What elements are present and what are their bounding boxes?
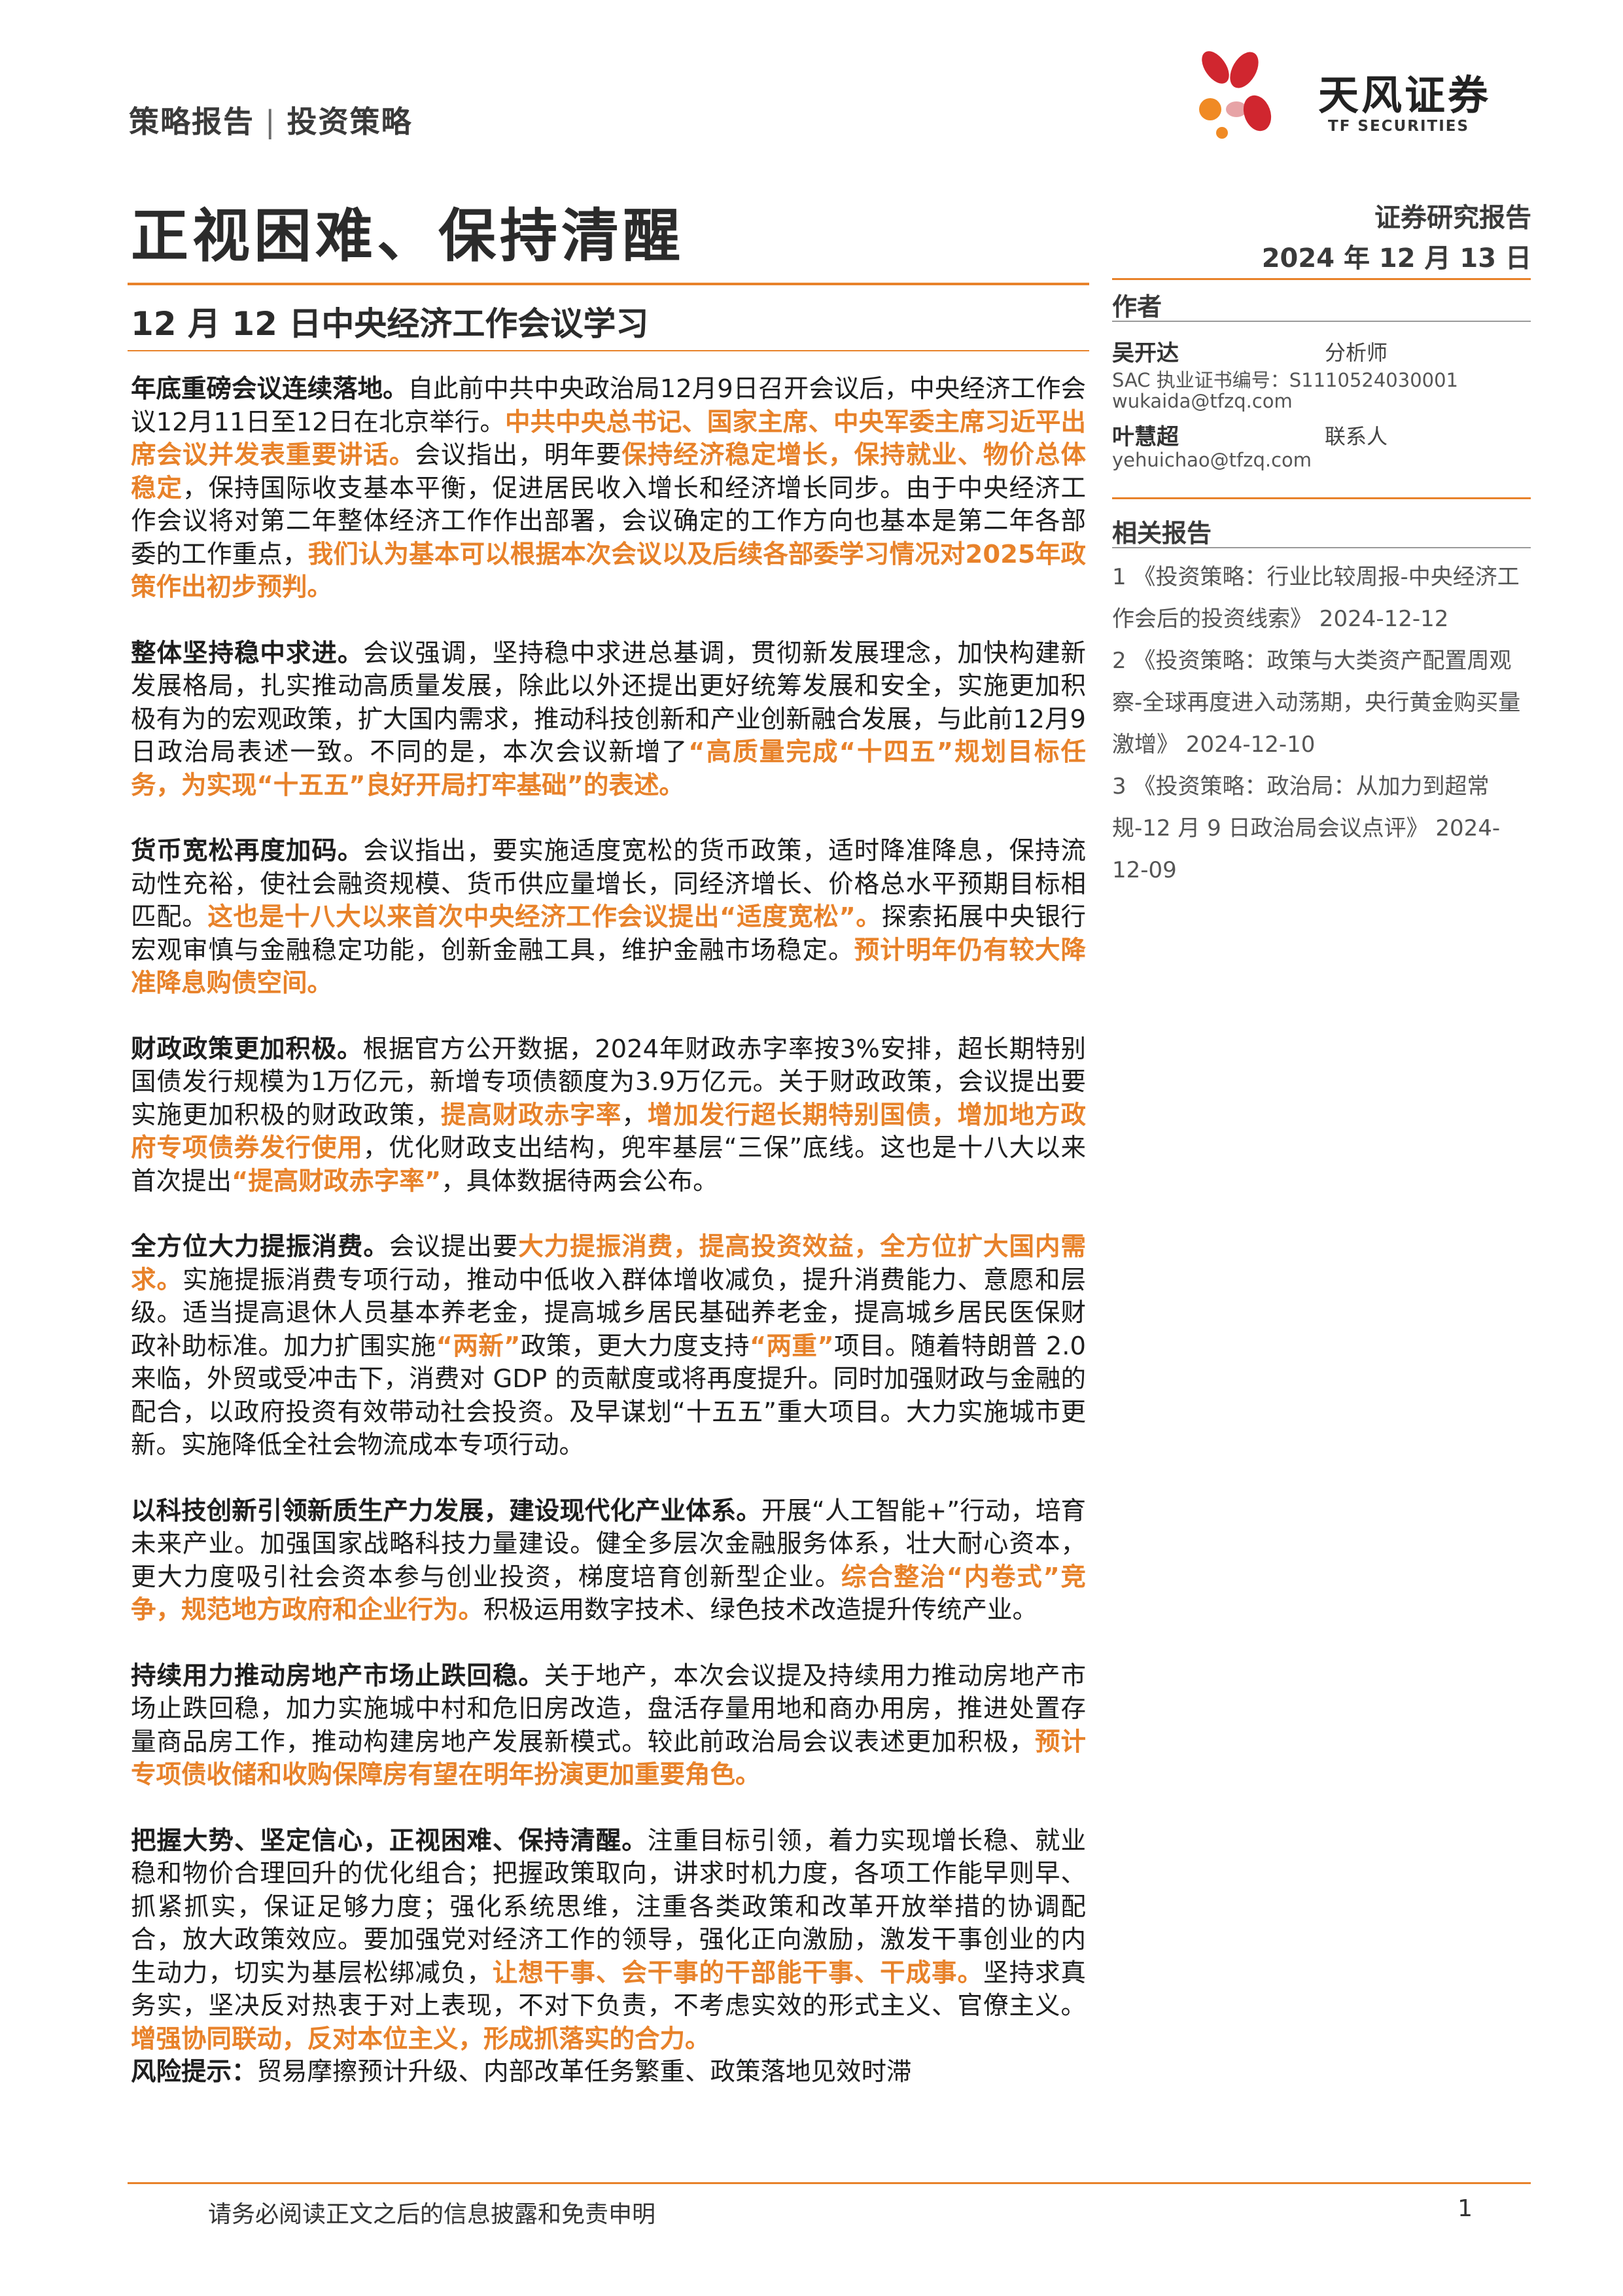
footer-rule [128,2182,1531,2184]
report-body: 年底重磅会议连续落地。自此前中共中央政治局12月9日召开会议后，中央经济工作会议… [131,373,1086,2089]
paragraph-lead: 风险提示： [131,2057,257,2087]
paragraph-text: 自此前中共中央政治局12月9日召开会议后，中央经济工作会议12月11日至12日在… [131,374,1086,437]
footer-disclaimer: 请务必阅读正文之后的信息披露和免责申明 [208,2201,656,2228]
paragraph-text: 积极运用数字技术、绿色技术改造提升传统产业。 [483,1595,1038,1625]
paragraph-text: 会议强调，坚持稳中求进总基调，贯彻新发展理念，加快构建新发展格局，扎实推动高质量… [131,638,1086,768]
authors-heading-rule [1112,321,1531,322]
paragraph-text: 政策，更大力度支持 [520,1331,750,1361]
paragraph-text: ， [621,1100,648,1130]
category-separator: | [265,104,277,139]
highlight-text: 综合整治“内卷式”竞争，规范地方政府和企业行为。 [131,1562,1086,1625]
logo-petal-red-bottom [1243,95,1272,132]
highlight-text: 增强协同联动，反对本位主义，形成抓落实的合力。 [131,2024,710,2054]
highlight-text: 大力提振消费，提高投资效益，全方位扩大国内需求。 [131,1232,1086,1295]
related-top-rule [1112,497,1531,499]
subtitle-divider [128,350,1089,351]
author-role: 联系人 [1325,424,1388,449]
highlight-text: 保持经济稳定增长，保持就业、物价总体稳定 [131,440,1086,503]
paragraph-text: 根据官方公开数据，2024年财政赤字率按3%安排，超长期特别国债发行规模为1万亿… [131,1034,1086,1130]
highlight-text: 中共中央总书记、国家主席、中央军委主席习近平出席会议并发表重要讲话。 [131,407,1086,470]
tf-securities-logo [1199,51,1272,139]
report-category: 策略报告 | 投资策略 [129,98,413,141]
paragraph-text: 探索拓展中央银行宏观审慎与金融稳定功能，创新金融工具，维护金融市场稳定。 [131,902,1086,965]
paragraph-text: ，具体数据待两会公布。 [441,1166,718,1196]
page-number: 1 [1457,2195,1473,2222]
author-license: SAC 执业证书编号：S1110524030001 [1112,369,1459,391]
paragraph-lead: 以科技创新引领新质生产力发展，建设现代化产业体系。 [131,1496,761,1526]
highlight-text: “两新” [436,1331,521,1361]
body-paragraph: 财政政策更加积极。根据官方公开数据，2024年财政赤字率按3%安排，超长期特别国… [131,1033,1086,1199]
paragraph-text: 贸易摩擦预计升级、内部改革任务繁重、政策落地见效时滞 [256,2057,912,2087]
body-paragraph: 年底重磅会议连续落地。自此前中共中央政治局12月9日召开会议后，中央经济工作会议… [131,373,1086,605]
paragraph-lead: 全方位大力提振消费。 [131,1232,389,1262]
paragraph-text: ，优化财政支出结构，兜牢基层“三保”底线。这也是十八大以来首次提出 [131,1133,1086,1196]
logo-petal-red-right [1230,52,1259,88]
highlight-text: 预计专项债收储和收购保障房有望在明年扮演更加重要角色。 [131,1727,1086,1790]
authors-top-rule [1112,278,1531,280]
paragraph-lead: 货币宽松再度加码。 [131,836,364,866]
paragraph-text: 会议指出，明年要 [415,440,622,470]
author-name: 吴开达 [1112,340,1179,366]
paragraph-text: 项目。随着特朗普 2.0 来临，外贸或受冲击下，消费对 GDP 的贡献度或将再度… [131,1331,1086,1460]
category-label: 策略报告 [129,104,254,139]
highlight-text: “提高财政赤字率” [232,1166,442,1196]
author-email[interactable]: wukaida@tfzq.com [1112,390,1293,412]
paragraph-lead: 财政政策更加积极。 [131,1034,363,1064]
paragraph-text: 会议提出要 [389,1232,519,1262]
highlight-text: 提高财政赤字率 [440,1100,622,1130]
subcategory-label: 投资策略 [287,104,413,139]
body-paragraph: 货币宽松再度加码。会议指出，要实施适度宽松的货币政策，适时降准降息，保持流动性充… [131,835,1086,1000]
risk-warning: 风险提示：贸易摩擦预计升级、内部改革任务繁重、政策落地见效时滞 [131,2056,1086,2089]
report-title: 正视困难、保持清醒 [131,202,685,270]
paragraph-text: 会议指出，要实施适度宽松的货币政策，适时降准降息，保持流动性充裕，使社会融资规模… [131,836,1086,932]
paragraph-lead: 整体坚持稳中求进。 [131,638,364,668]
paragraph-text: ，保持国际收支基本平衡，促进居民收入增长和经济增长同步。由于中央经济工作会议将对… [131,473,1086,569]
logo-petal-pink [1226,101,1247,117]
related-report-item[interactable]: 2 《投资策略：政策与大类资产配置周观察-全球再度进入动荡期，央行黄金购买量激增… [1112,648,1521,758]
highlight-text: 这也是十八大以来首次中央经济工作会议提出“适度宽松”。 [207,902,882,932]
paragraph-text: 开展“人工智能+”行动，培育未来产业。加强国家战略科技力量建设。健全多层次金融服… [131,1496,1086,1592]
brand-name-cn: 天风证券 [1318,71,1492,119]
paragraph-text: 关于地产，本次会议提及持续用力推动房地产市场止跌回稳，加力实施城中村和危旧房改造… [131,1661,1086,1757]
logo-petal-orange [1199,98,1221,120]
body-paragraph: 以科技创新引领新质生产力发展，建设现代化产业体系。开展“人工智能+”行动，培育未… [131,1495,1086,1627]
highlight-text: 我们认为基本可以根据本次会议以及后续各部委学习情况对2025年政策作出初步预判。 [131,539,1086,603]
body-paragraph: 全方位大力提振消费。会议提出要大力提振消费，提高投资效益，全方位扩大国内需求。实… [131,1231,1086,1462]
title-divider [128,283,1089,285]
highlight-text: “高质量完成“十四五”规划目标任务，为实现“十五五”良好开局打牢基础”的表述。 [131,737,1086,800]
report-type: 证券研究报告 [1374,203,1531,233]
highlight-text: 让想干事、会干事的干部能干事、干成事。 [492,1958,984,1988]
paragraph-lead: 持续用力推动房地产市场止跌回稳。 [131,1661,544,1691]
related-heading-rule [1112,547,1531,548]
paragraph-text: 实施提振消费专项行动，推动中低收入群体增收减负，提升消费能力、意愿和层级。适当提… [131,1265,1086,1361]
brand-name-en: TF SECURITIES [1328,118,1470,135]
paragraph-text: 注重目标引领，着力实现增长稳、就业稳和物价合理回升的优化组合；把握政策取向，讲求… [131,1826,1086,1988]
authors-heading: 作者 [1112,292,1162,321]
paragraph-lead: 把握大势、坚定信心，正视困难、保持清醒。 [131,1826,648,1856]
highlight-text: 增加发行超长期特别国债，增加地方政府专项债券发行使用 [131,1100,1086,1163]
related-report-item[interactable]: 1 《投资策略：行业比较周报-中央经济工作会后的投资线索》 2024-12-12 [1112,564,1520,632]
logo-petal-red-top [1202,51,1229,84]
body-paragraph: 把握大势、坚定信心，正视困难、保持清醒。注重目标引领，着力实现增长稳、就业稳和物… [131,1825,1086,2057]
body-paragraph: 整体坚持稳中求进。会议强调，坚持稳中求进总基调，贯彻新发展理念，加快构建新发展格… [131,637,1086,803]
paragraph-text: 坚持求真务实，坚决反对热衷于对上表现，不对下负责，不考虑实效的形式主义、官僚主义… [131,1958,1086,2021]
highlight-text: “两重” [749,1331,834,1361]
author-role: 分析师 [1325,340,1388,365]
related-heading: 相关报告 [1112,519,1212,548]
body-paragraph: 持续用力推动房地产市场止跌回稳。关于地产，本次会议提及持续用力推动房地产市场止跌… [131,1660,1086,1792]
report-subtitle: 12 月 12 日中央经济工作会议学习 [131,305,649,343]
author-email[interactable]: yehuichao@tfzq.com [1112,449,1312,471]
related-report-item[interactable]: 3 《投资策略：政治局：从加力到超常规-12 月 9 日政治局会议点评》 202… [1112,773,1501,883]
logo-dot-orange [1216,127,1228,139]
author-name: 叶慧超 [1112,424,1179,450]
paragraph-lead: 年底重磅会议连续落地。 [131,374,408,404]
highlight-text: 预计明年仍有较大降准降息购债空间。 [131,935,1086,998]
report-date: 2024 年 12 月 13 日 [1261,243,1531,274]
